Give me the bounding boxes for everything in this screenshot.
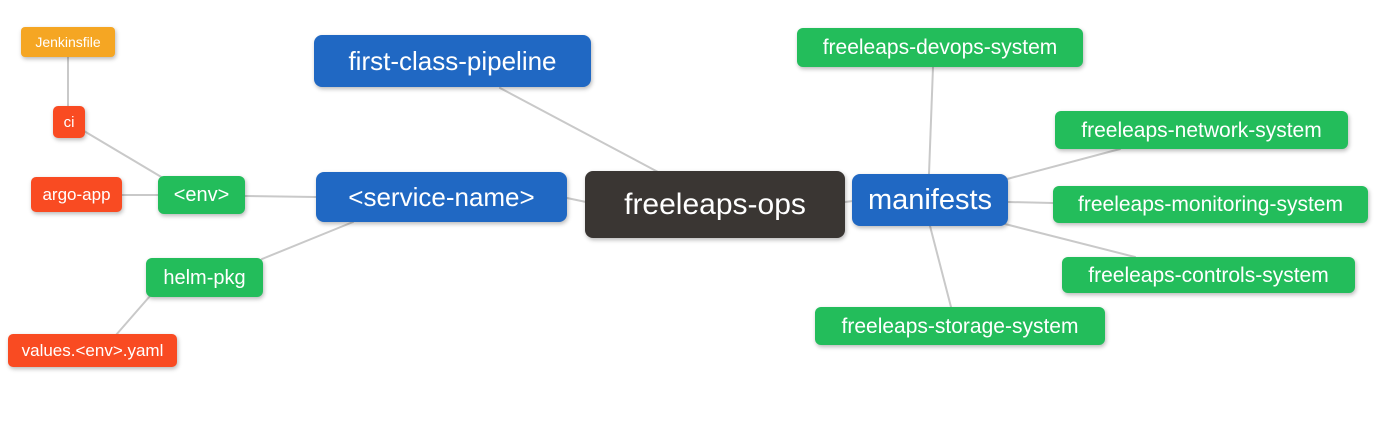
edge-service-name-to-helm-pkg <box>261 221 354 260</box>
edge-service-name-to-freeleaps-ops <box>566 197 587 203</box>
node-manifests[interactable]: manifests <box>852 174 1008 226</box>
node-values-env-yaml[interactable]: values.<env>.yaml <box>8 334 177 367</box>
node-env[interactable]: <env> <box>158 176 245 214</box>
node-freeleaps-devops-system[interactable]: freeleaps-devops-system <box>797 28 1083 67</box>
node-helm-pkg[interactable]: helm-pkg <box>146 258 263 297</box>
node-argo-app[interactable]: argo-app <box>31 177 122 212</box>
node-ci[interactable]: ci <box>53 106 85 138</box>
node-first-class-pipeline[interactable]: first-class-pipeline <box>314 35 591 87</box>
node-freeleaps-monitoring-system[interactable]: freeleaps-monitoring-system <box>1053 186 1368 223</box>
node-freeleaps-controls-system[interactable]: freeleaps-controls-system <box>1062 257 1355 293</box>
edge-manifests-to-freeleaps-monitoring-system <box>1007 201 1054 204</box>
edge-manifests-to-freeleaps-storage-system <box>929 225 952 308</box>
edge-ci-to-env <box>83 130 164 179</box>
node-freeleaps-ops[interactable]: freeleaps-ops <box>585 171 845 238</box>
edge-manifests-to-freeleaps-devops-system <box>928 66 934 175</box>
edge-env-to-service-name <box>244 195 317 198</box>
edge-first-class-pipeline-to-freeleaps-ops <box>499 87 659 173</box>
edge-manifests-to-freeleaps-controls-system <box>1004 223 1136 258</box>
node-jenkinsfile[interactable]: Jenkinsfile <box>21 27 115 57</box>
node-service-name[interactable]: <service-name> <box>316 172 567 222</box>
edge-helm-pkg-to-values-env-yaml <box>115 295 151 336</box>
edge-manifests-to-freeleaps-network-system <box>1006 148 1121 180</box>
node-freeleaps-storage-system[interactable]: freeleaps-storage-system <box>815 307 1105 345</box>
node-freeleaps-network-system[interactable]: freeleaps-network-system <box>1055 111 1348 149</box>
